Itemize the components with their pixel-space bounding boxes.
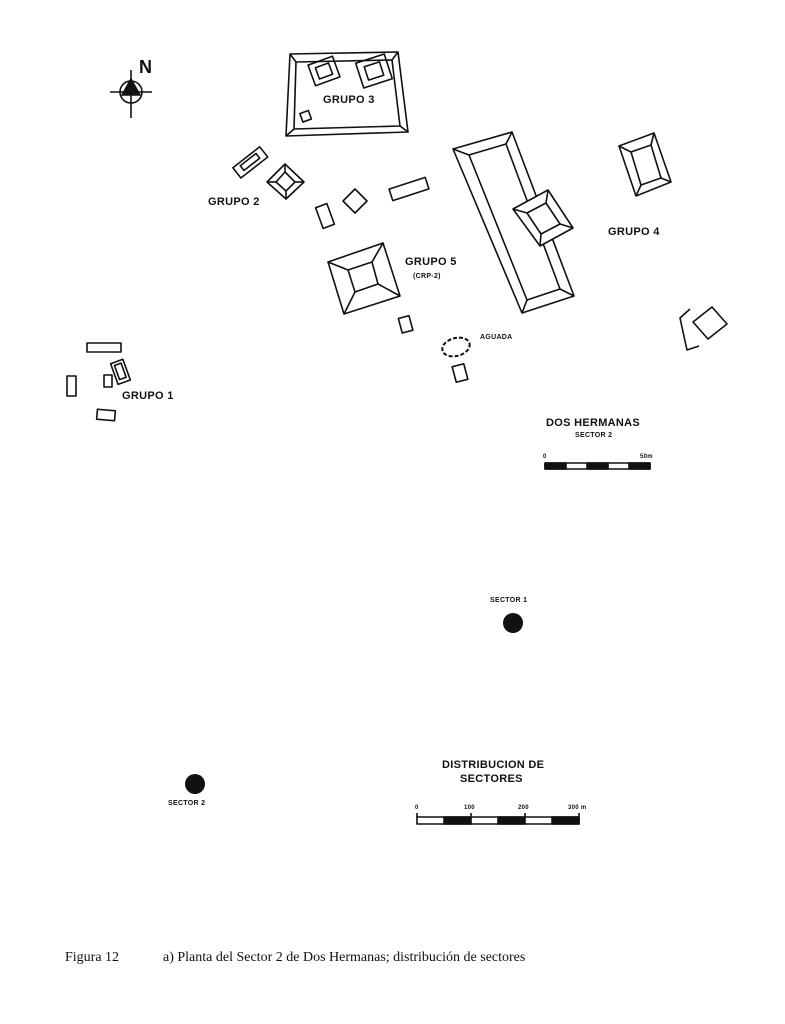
grupo-3-platform xyxy=(285,51,409,137)
grupo-2 xyxy=(232,146,430,230)
distribution-title-line2: SECTORES xyxy=(460,773,523,785)
figure-caption: Figura 12 a) Planta del Sector 2 de Dos H… xyxy=(65,950,525,966)
distribution-title-line1: DISTRIBUCION DE xyxy=(442,759,545,771)
sector-2-marker xyxy=(185,774,205,794)
grupo-1-label: GRUPO 1 xyxy=(122,390,174,402)
sector-2-label: SECTOR 2 xyxy=(168,800,206,807)
distribution-scale-tick: 0 xyxy=(415,805,419,811)
distribution-scale-bar xyxy=(416,813,580,825)
grupo-4 xyxy=(618,132,728,351)
plan-title: DOS HERMANAS xyxy=(546,417,641,429)
central-platform xyxy=(452,131,575,314)
distribution-scale-tick: 200 xyxy=(518,805,529,811)
grupo-5-label: GRUPO 5 xyxy=(405,256,457,268)
aguada-label: AGUADA xyxy=(480,334,513,341)
north-arrow-icon xyxy=(110,70,152,118)
plan-subtitle: SECTOR 2 xyxy=(575,432,613,439)
distribution-scale-tick: 300 m xyxy=(568,805,587,811)
figure-number: Figura 12 xyxy=(65,950,120,965)
grupo-5-sublabel: (CRP-2) xyxy=(413,273,441,280)
sector-1-marker xyxy=(503,613,523,633)
grupo-3-label: GRUPO 3 xyxy=(323,94,375,106)
plan-scale-start: 0 xyxy=(543,454,547,460)
plan-scale-end: 50m xyxy=(640,454,653,460)
plan-scale-bar xyxy=(544,462,651,470)
grupo-1 xyxy=(66,342,132,422)
aguada-pond xyxy=(441,336,471,384)
grupo-5-pyramid xyxy=(327,242,414,334)
grupo-4-label: GRUPO 4 xyxy=(608,226,660,238)
north-label: N xyxy=(139,57,153,77)
grupo-2-label: GRUPO 2 xyxy=(208,196,260,208)
sector-1-label: SECTOR 1 xyxy=(490,597,528,604)
figure-caption-text: a) Planta del Sector 2 de Dos Hermanas; … xyxy=(163,950,526,965)
distribution-scale-tick: 100 xyxy=(464,805,475,811)
